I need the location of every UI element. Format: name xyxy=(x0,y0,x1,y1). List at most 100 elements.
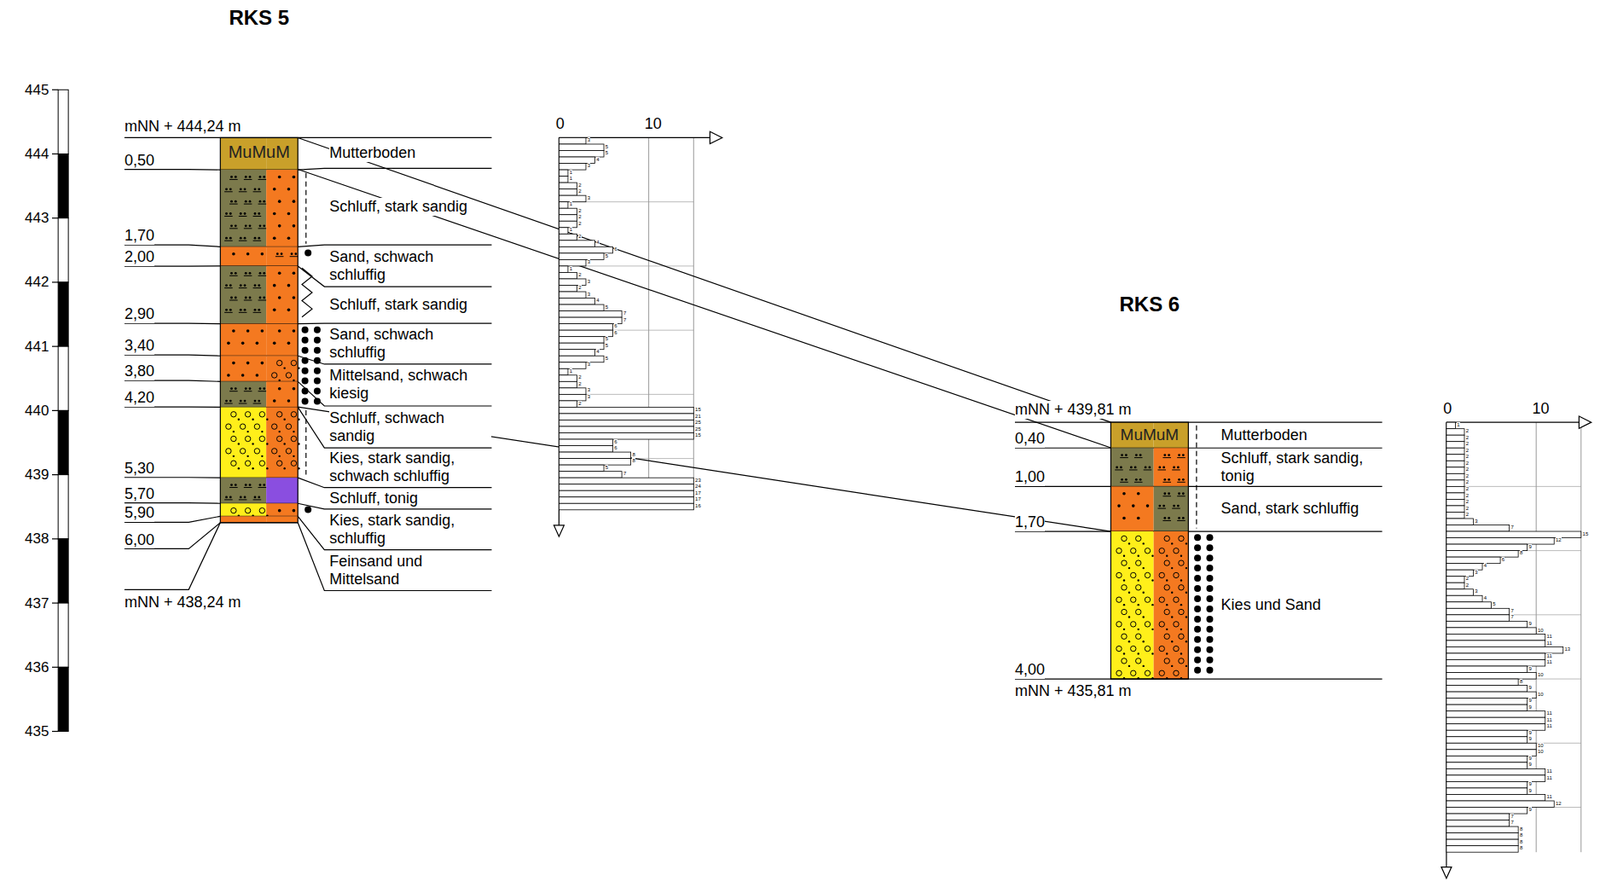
text-band: Sand, stark schluffig xyxy=(1221,486,1383,531)
sand-symbol xyxy=(1165,579,1168,581)
penetration-bar xyxy=(1446,846,1519,853)
axis-arrow xyxy=(1578,416,1591,429)
gravel-symbol xyxy=(277,359,283,366)
penetration-bar xyxy=(558,189,577,197)
scale-segment xyxy=(57,539,69,603)
soil-layer xyxy=(266,355,298,382)
silt-symbol xyxy=(258,179,267,180)
sand-symbol xyxy=(283,442,285,445)
penetration-bar xyxy=(1446,794,1546,801)
blow-count: 10 xyxy=(1537,748,1544,755)
blow-count: 1 xyxy=(569,169,573,176)
blow-count: 1 xyxy=(569,201,573,208)
silt-symbol xyxy=(244,387,248,390)
gravel-symbol xyxy=(1116,572,1122,578)
sand-symbol xyxy=(1180,603,1183,606)
blow-count: 10 xyxy=(1537,691,1544,698)
sand-symbol xyxy=(1128,615,1131,618)
silt-symbol xyxy=(249,296,252,300)
depth-label: 2,90 xyxy=(124,305,155,324)
silt-symbol xyxy=(1177,516,1181,520)
moisture-dot xyxy=(1205,554,1213,562)
layer-description: Sand, schwach schluffig xyxy=(329,248,492,285)
blow-count: 5 xyxy=(605,253,609,260)
sand-symbol xyxy=(1142,567,1145,569)
sand-symbol xyxy=(278,329,282,333)
chart-scale: 10 xyxy=(644,115,662,134)
silt-symbol xyxy=(259,387,262,390)
penetration-bar xyxy=(558,278,586,286)
silt-symbol xyxy=(1176,466,1180,470)
moisture-dot xyxy=(301,367,309,375)
silt-symbol xyxy=(1158,466,1161,470)
correlation-line xyxy=(297,169,1111,449)
blow-count: 3 xyxy=(1474,518,1478,525)
penetration-bar xyxy=(558,452,631,459)
soil-layer xyxy=(220,266,267,325)
layer-description: Schluff, stark sandig xyxy=(329,295,468,314)
sand-symbol xyxy=(292,295,296,300)
moisture-dot xyxy=(1205,636,1213,644)
gravel-symbol xyxy=(1173,548,1179,554)
gravel-symbol xyxy=(244,435,250,441)
grid-line xyxy=(648,137,650,510)
penetration-bar xyxy=(1446,467,1465,475)
penetration-bar xyxy=(1446,762,1528,770)
silt-symbol xyxy=(238,498,248,500)
text-band: Feinsand und Mittelsand xyxy=(329,550,492,591)
penetration-bar xyxy=(1446,646,1564,654)
gravel-symbol xyxy=(1136,608,1142,615)
soil-layer xyxy=(1110,486,1154,532)
sand-symbol xyxy=(1171,665,1173,667)
silt-symbol xyxy=(1162,504,1166,508)
sand-symbol xyxy=(292,175,296,180)
penetration-bar xyxy=(1446,633,1546,641)
penetration-bar xyxy=(558,413,694,421)
sand-symbol xyxy=(292,329,296,333)
penetration-bar xyxy=(558,227,569,235)
silt-symbol xyxy=(249,387,252,390)
blow-count: 11 xyxy=(1546,710,1552,717)
moisture-dot xyxy=(1194,605,1201,613)
silt-symbol xyxy=(229,203,238,205)
blow-count: 16 xyxy=(695,503,702,510)
silt-symbol xyxy=(1147,466,1151,470)
penetration-bar xyxy=(1446,711,1546,719)
sand-symbol xyxy=(272,284,277,288)
gravel-symbol xyxy=(1136,560,1142,566)
soil-layer xyxy=(266,266,298,325)
penetration-bar xyxy=(1446,672,1537,680)
gravel-symbol xyxy=(231,460,237,466)
penetration-bar xyxy=(558,400,577,408)
chart-scale: 10 xyxy=(1531,400,1549,418)
depth-label: 0,50 xyxy=(124,151,155,170)
silt-symbol xyxy=(259,224,262,227)
sand-symbol xyxy=(1123,555,1125,557)
soil-layer xyxy=(266,246,298,267)
depth-label: 0,40 xyxy=(1014,429,1045,448)
blow-count: 23 xyxy=(695,477,702,484)
sand-symbol xyxy=(1171,615,1173,618)
silt-symbol xyxy=(262,272,266,275)
silt-symbol xyxy=(239,187,243,191)
sand-symbol xyxy=(1131,504,1136,508)
moisture-dot xyxy=(1194,533,1201,541)
blow-count: 12 xyxy=(1555,537,1562,544)
blow-count: 9 xyxy=(1528,697,1531,704)
silt-symbol xyxy=(243,495,247,499)
blow-count: 7 xyxy=(1510,813,1514,820)
penetration-bar xyxy=(558,240,595,248)
penetration-bar xyxy=(1446,742,1537,750)
sand-symbol xyxy=(1123,603,1125,606)
gravel-symbol xyxy=(1130,621,1137,627)
silt-symbol xyxy=(239,237,243,240)
moisture-dot xyxy=(1205,595,1213,603)
elevation-label: mNN + 435,81 m xyxy=(1014,682,1132,701)
penetration-bar xyxy=(558,233,577,241)
layer-description: Feinsand und Mittelsand xyxy=(329,552,492,589)
silt-symbol xyxy=(253,215,262,217)
text-band: Mittelsand, schwach kiesig xyxy=(329,365,492,406)
penetration-bar xyxy=(1446,608,1510,615)
sand-symbol xyxy=(287,342,291,346)
gravel-symbol xyxy=(1121,633,1127,639)
